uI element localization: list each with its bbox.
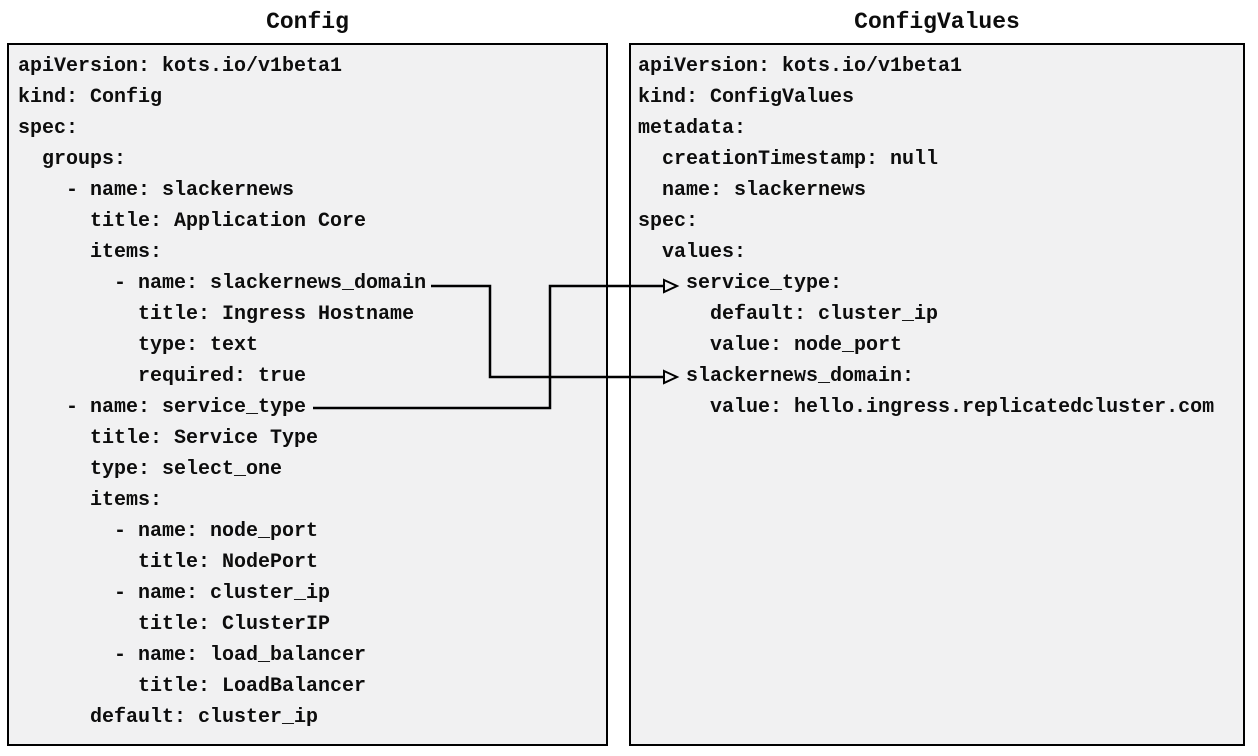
code-line: creationTimestamp: null bbox=[638, 148, 939, 171]
configvalues-code-block: apiVersion: kots.io/v1beta1 kind: ConfigV… bbox=[631, 51, 1243, 423]
code-line: - name: node_port bbox=[18, 520, 319, 543]
code-line: slackernews_domain: bbox=[638, 365, 915, 388]
code-line: - name: load_balancer bbox=[18, 644, 367, 667]
code-line: spec: bbox=[18, 117, 79, 140]
code-line: metadata: bbox=[638, 117, 747, 140]
config-code-block: apiVersion: kots.io/v1beta1 kind: Config s… bbox=[9, 51, 606, 733]
code-line: - name: cluster_ip bbox=[18, 582, 331, 605]
code-line: default: cluster_ip bbox=[18, 706, 319, 729]
code-line: default: cluster_ip bbox=[638, 303, 939, 326]
code-line: title: ClusterIP bbox=[18, 613, 331, 636]
config-panel-title: Config bbox=[266, 9, 349, 35]
code-line: values: bbox=[638, 241, 747, 264]
code-line: value: node_port bbox=[638, 334, 903, 357]
code-line: service_type: bbox=[638, 272, 843, 295]
config-panel: apiVersion: kots.io/v1beta1 kind: Config s… bbox=[7, 43, 608, 746]
code-line: title: LoadBalancer bbox=[18, 675, 367, 698]
code-line: items: bbox=[18, 489, 163, 512]
code-line: type: text bbox=[18, 334, 259, 357]
code-line: spec: bbox=[638, 210, 699, 233]
code-line: kind: ConfigValues bbox=[638, 86, 855, 109]
code-line: items: bbox=[18, 241, 163, 264]
code-line: apiVersion: kots.io/v1beta1 bbox=[638, 55, 963, 78]
code-line: - name: slackernews bbox=[18, 179, 295, 202]
configvalues-panel-title: ConfigValues bbox=[854, 9, 1020, 35]
code-line: name: slackernews bbox=[638, 179, 867, 202]
code-line: apiVersion: kots.io/v1beta1 bbox=[18, 55, 343, 78]
code-line: title: NodePort bbox=[18, 551, 319, 574]
code-line: title: Service Type bbox=[18, 427, 319, 450]
code-line: kind: Config bbox=[18, 86, 163, 109]
code-line: groups: bbox=[18, 148, 127, 171]
configvalues-panel: apiVersion: kots.io/v1beta1 kind: ConfigV… bbox=[629, 43, 1245, 746]
code-line: title: Ingress Hostname bbox=[18, 303, 415, 326]
code-line: - name: service_type bbox=[18, 396, 307, 419]
code-line: value: hello.ingress.replicatedcluster.c… bbox=[638, 396, 1215, 419]
code-line: type: select_one bbox=[18, 458, 283, 481]
code-line: - name: slackernews_domain bbox=[18, 272, 427, 295]
code-line: title: Application Core bbox=[18, 210, 367, 233]
code-line: required: true bbox=[18, 365, 307, 388]
